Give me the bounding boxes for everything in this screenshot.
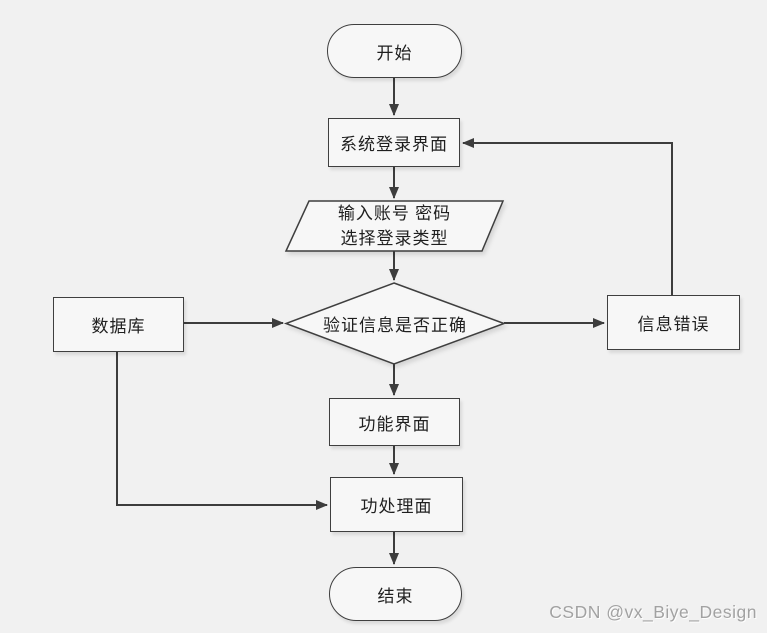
node-process: 功处理面 <box>330 477 463 532</box>
node-end-label: 结束 <box>377 586 414 606</box>
connector-database-process <box>116 352 328 510</box>
decision-diamond-shape <box>283 282 507 365</box>
node-login: 系统登录界面 <box>328 118 460 167</box>
node-error-label: 信息错误 <box>637 315 710 334</box>
node-database: 数据库 <box>53 297 184 352</box>
node-login-label: 系统登录界面 <box>340 135 448 154</box>
node-end: 结束 <box>329 567 462 621</box>
node-database-label: 数据库 <box>91 317 146 336</box>
csdn-watermark: CSDN @vx_Biye_Design <box>549 602 757 622</box>
node-start-label: 开始 <box>376 43 413 63</box>
input-output-shape <box>284 200 505 252</box>
node-start: 开始 <box>327 24 462 78</box>
node-function-label: 功能界面 <box>358 414 431 434</box>
node-process-label: 功处理面 <box>360 497 433 516</box>
node-function: 功能界面 <box>329 398 460 446</box>
connector-error-login <box>462 138 673 295</box>
node-error: 信息错误 <box>607 295 740 350</box>
